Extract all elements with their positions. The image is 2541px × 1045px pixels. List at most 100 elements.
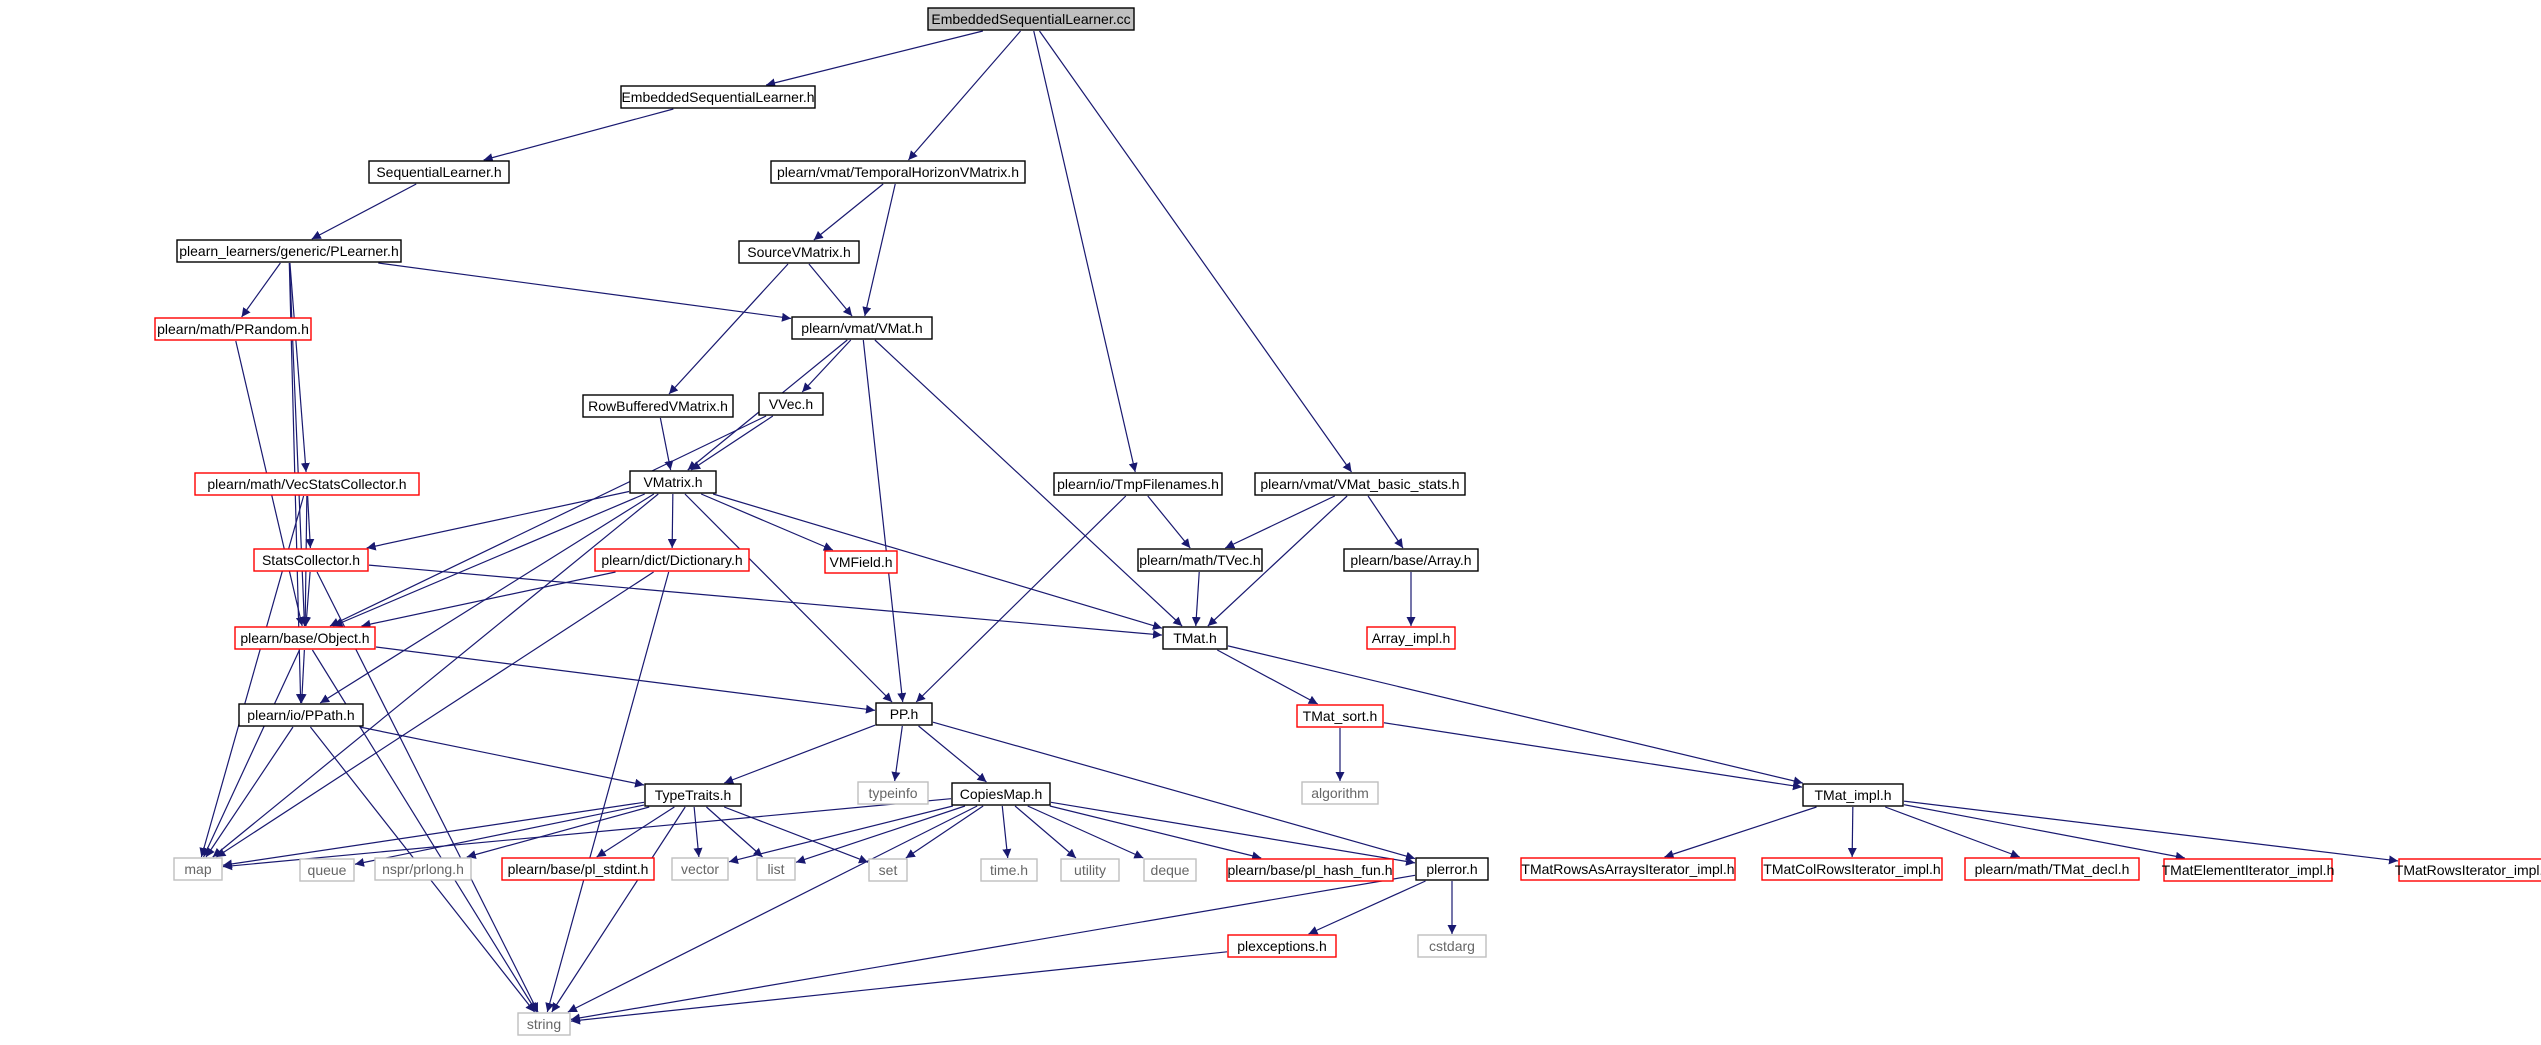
node-plearn-base-pl-hash-fun-h[interactable]: plearn/base/pl_hash_fun.h [1226,858,1394,882]
node-box [629,470,717,494]
node-sourcevmatrix-h[interactable]: SourceVMatrix.h [738,240,860,264]
node-tmatrowsiterator-impl-h[interactable]: TMatRowsIterator_impl.h [2395,858,2541,882]
node-algorithm[interactable]: algorithm [1301,781,1379,805]
node-box [1964,857,2140,881]
node-vvec-h[interactable]: VVec.h [758,392,824,416]
edge-n5-n8 [668,263,789,395]
edge-n27-n30 [222,798,952,871]
node-tmat-impl-h[interactable]: TMat_impl.h [1802,783,1904,807]
node-label: SequentialLearner.h [376,164,501,180]
node-plearn-io-ppath-h[interactable]: plearn/io/PPath.h [238,703,364,727]
node-label: nspr/prlong.h [382,861,464,877]
node-deque[interactable]: deque [1143,858,1197,882]
node-list[interactable]: list [756,857,796,881]
edge-n13-n20 [1207,495,1348,627]
node-tmatelementiterator-impl-h[interactable]: TMatElementIterator_impl.h [2162,858,2335,882]
node-plearn-math-prandom-h[interactable]: plearn/math/PRandom.h [154,317,312,341]
node-label: PP.h [890,706,919,722]
edge-n11-n19 [333,493,645,627]
node-embeddedsequentiallearner-cc[interactable]: EmbeddedSequentialLearner.cc [927,7,1135,31]
edge-n27-n41 [1050,801,1416,866]
node-plearn-io-tmpfilenames-h[interactable]: plearn/io/TmpFilenames.h [1053,472,1223,496]
node-label: TMatRowsIterator_impl.h [2395,862,2541,878]
node-label: plerror.h [1426,861,1477,877]
edge-n14-n20 [368,564,1163,639]
node-box [2398,858,2541,882]
node-statscollector-h[interactable]: StatsCollector.h [253,548,369,572]
node-box [1254,472,1466,496]
edge-n8-n11 [659,417,674,471]
node-typeinfo[interactable]: typeinfo [857,781,929,805]
edge-n0-n12 [1033,30,1138,473]
node-plerror-h[interactable]: plerror.h [1415,857,1489,881]
node-label: Array_impl.h [1372,630,1451,646]
node-tmat-h[interactable]: TMat.h [1162,626,1228,650]
edge-n29-n44 [1885,806,2020,859]
node-string[interactable]: string [517,1012,571,1036]
node-vector[interactable]: vector [671,857,729,881]
node-label: cstdarg [1429,938,1475,954]
node-box [875,702,933,726]
node-plearn-base-array-h[interactable]: plearn/base/Array.h [1343,548,1479,572]
node-box [1415,857,1489,881]
node-label: TypeTraits.h [655,787,732,803]
node-box [1060,858,1120,882]
node-box [738,240,860,264]
node-time-h[interactable]: time.h [980,858,1038,882]
node-plearn-math-tvec-h[interactable]: plearn/math/TVec.h [1137,548,1263,572]
node-utility[interactable]: utility [1060,858,1120,882]
node-box [2163,858,2333,882]
node-queue[interactable]: queue [299,858,355,882]
node-set[interactable]: set [868,858,908,882]
edge-n23-n41 [932,721,1416,861]
edge-n19-n22 [297,649,307,704]
edge-n10-n14 [305,495,315,549]
node-plearn-dict-dictionary-h[interactable]: plearn/dict/Dictionary.h [594,548,750,572]
node-label: plearn/math/PRandom.h [157,321,309,337]
node-vmfield-h[interactable]: VMField.h [824,550,898,574]
node-plearn-base-pl-stdint-h[interactable]: plearn/base/pl_stdint.h [501,857,655,881]
node-plearn-vmat-vmat-h[interactable]: plearn/vmat/VMat.h [791,316,933,340]
edge-n2-n3 [311,183,417,240]
node-cstdarg[interactable]: cstdarg [1417,934,1487,958]
edge-n19-n30 [203,649,300,858]
node-plearn-base-object-h[interactable]: plearn/base/Object.h [234,626,376,650]
edge-n27-n36 [905,805,984,859]
node-tmatrowsasarraysiterator-impl-h[interactable]: TMatRowsAsArraysIterator_impl.h [1520,857,1736,881]
node-plearn-math-vecstatscollector-h[interactable]: plearn/math/VecStatsCollector.h [194,472,420,496]
node-plearn-math-tmat-decl-h[interactable]: plearn/math/TMat_decl.h [1964,857,2140,881]
node-plexceptions-h[interactable]: plexceptions.h [1227,934,1337,958]
node-map[interactable]: map [173,857,223,881]
node-plearn-learners-generic-plearner-h[interactable]: plearn_learners/generic/PLearner.h [176,239,402,263]
edge-n12-n23 [915,495,1127,703]
node-label: plearn/vmat/TemporalHorizonVMatrix.h [777,164,1019,180]
edge-n20-n29 [1227,645,1803,786]
node-plearn-vmat-temporalhorizonvmatrix-h[interactable]: plearn/vmat/TemporalHorizonVMatrix.h [770,160,1026,184]
node-pp-h[interactable]: PP.h [875,702,933,726]
edge-n9-n19 [329,415,767,627]
node-vmatrix-h[interactable]: VMatrix.h [629,470,717,494]
node-tmat-sort-h[interactable]: TMat_sort.h [1296,704,1384,728]
edge-n27-n38 [1014,805,1077,859]
edge-n3-n10 [289,262,310,473]
node-nspr-prlong-h[interactable]: nspr/prlong.h [374,857,472,881]
node-box [1802,783,1904,807]
node-copiesmap-h[interactable]: CopiesMap.h [951,782,1051,806]
node-sequentiallearner-h[interactable]: SequentialLearner.h [368,160,510,184]
node-array-impl-h[interactable]: Array_impl.h [1366,626,1456,650]
node-label: algorithm [1311,785,1369,801]
node-plearn-vmat-vmat-basic-stats-h[interactable]: plearn/vmat/VMat_basic_stats.h [1254,472,1466,496]
node-label: map [184,861,211,877]
node-typetraits-h[interactable]: TypeTraits.h [644,783,742,807]
edge-n22-n30 [205,726,294,858]
edge-n12-n17 [1147,495,1191,549]
node-box [238,703,364,727]
node-box [582,394,734,418]
edge-n4-n7 [862,183,896,317]
edge-n25-n32 [466,806,650,859]
node-tmatcolrowsiterator-impl-h[interactable]: TMatColRowsIterator_impl.h [1761,857,1943,881]
node-rowbufferedvmatrix-h[interactable]: RowBufferedVMatrix.h [582,394,734,418]
node-label: CopiesMap.h [960,786,1043,802]
node-embeddedsequentiallearner-h[interactable]: EmbeddedSequentialLearner.h [620,85,816,109]
